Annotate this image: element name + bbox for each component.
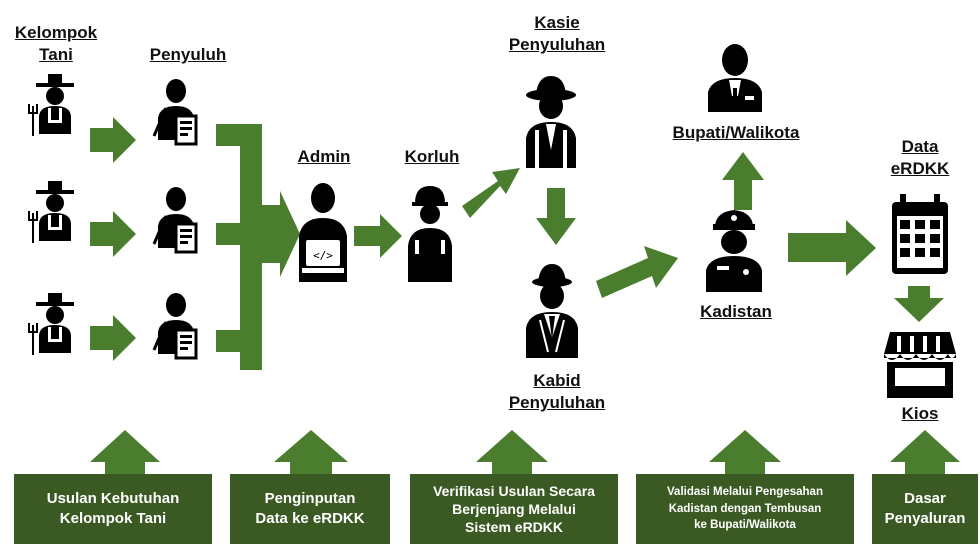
label-data-erdkk: Data eRDKK [890, 137, 950, 178]
label-kelompok-tani: Kelompok Tani [14, 23, 98, 64]
box-dasar-penyaluran: Dasar Penyaluran [872, 474, 978, 544]
label-penyuluh: Penyuluh [149, 45, 227, 64]
label-kasie-penyuluhan: Kasie Penyuluhan [508, 13, 606, 54]
box-validasi-pengesahan: Validasi Melalui Pengesahan Kadistan den… [636, 474, 854, 544]
calendar-icon [892, 194, 948, 274]
extension-worker-icon [152, 77, 198, 146]
farmer-icon [28, 181, 74, 243]
box-verifikasi-usulan: Verifikasi Usulan Secara Berjenjang Mela… [410, 474, 618, 544]
bupati-icon [708, 44, 762, 112]
box-penginputan-data: Penginputan Data ke eRDKK [230, 474, 390, 544]
farmer-icon [28, 293, 74, 355]
label-kabid-penyuluhan: Kabid Penyuluhan [508, 371, 606, 412]
label-korluh: Korluh [404, 147, 460, 166]
kabid-agent-icon [526, 264, 578, 358]
kasie-cowboy-icon [526, 76, 576, 168]
farmer-icon [28, 74, 74, 136]
label-admin: Admin [297, 147, 351, 166]
box-usulan-kebutuhan: Usulan Kebutuhan Kelompok Tani [14, 474, 212, 544]
admin-laptop-icon: </> [299, 183, 347, 282]
extension-worker-icon [152, 185, 198, 254]
label-kadistan: Kadistan [700, 302, 772, 321]
label-kios: Kios [901, 404, 939, 423]
kiosk-store-icon [884, 332, 956, 398]
kadistan-officer-icon [706, 210, 762, 292]
extension-worker-icon [152, 291, 198, 360]
svg-text:</>: </> [313, 249, 333, 262]
label-bupati-walikota: Bupati/Walikota [672, 123, 800, 142]
korluh-icon [408, 186, 452, 282]
flow-arrows [90, 117, 960, 490]
